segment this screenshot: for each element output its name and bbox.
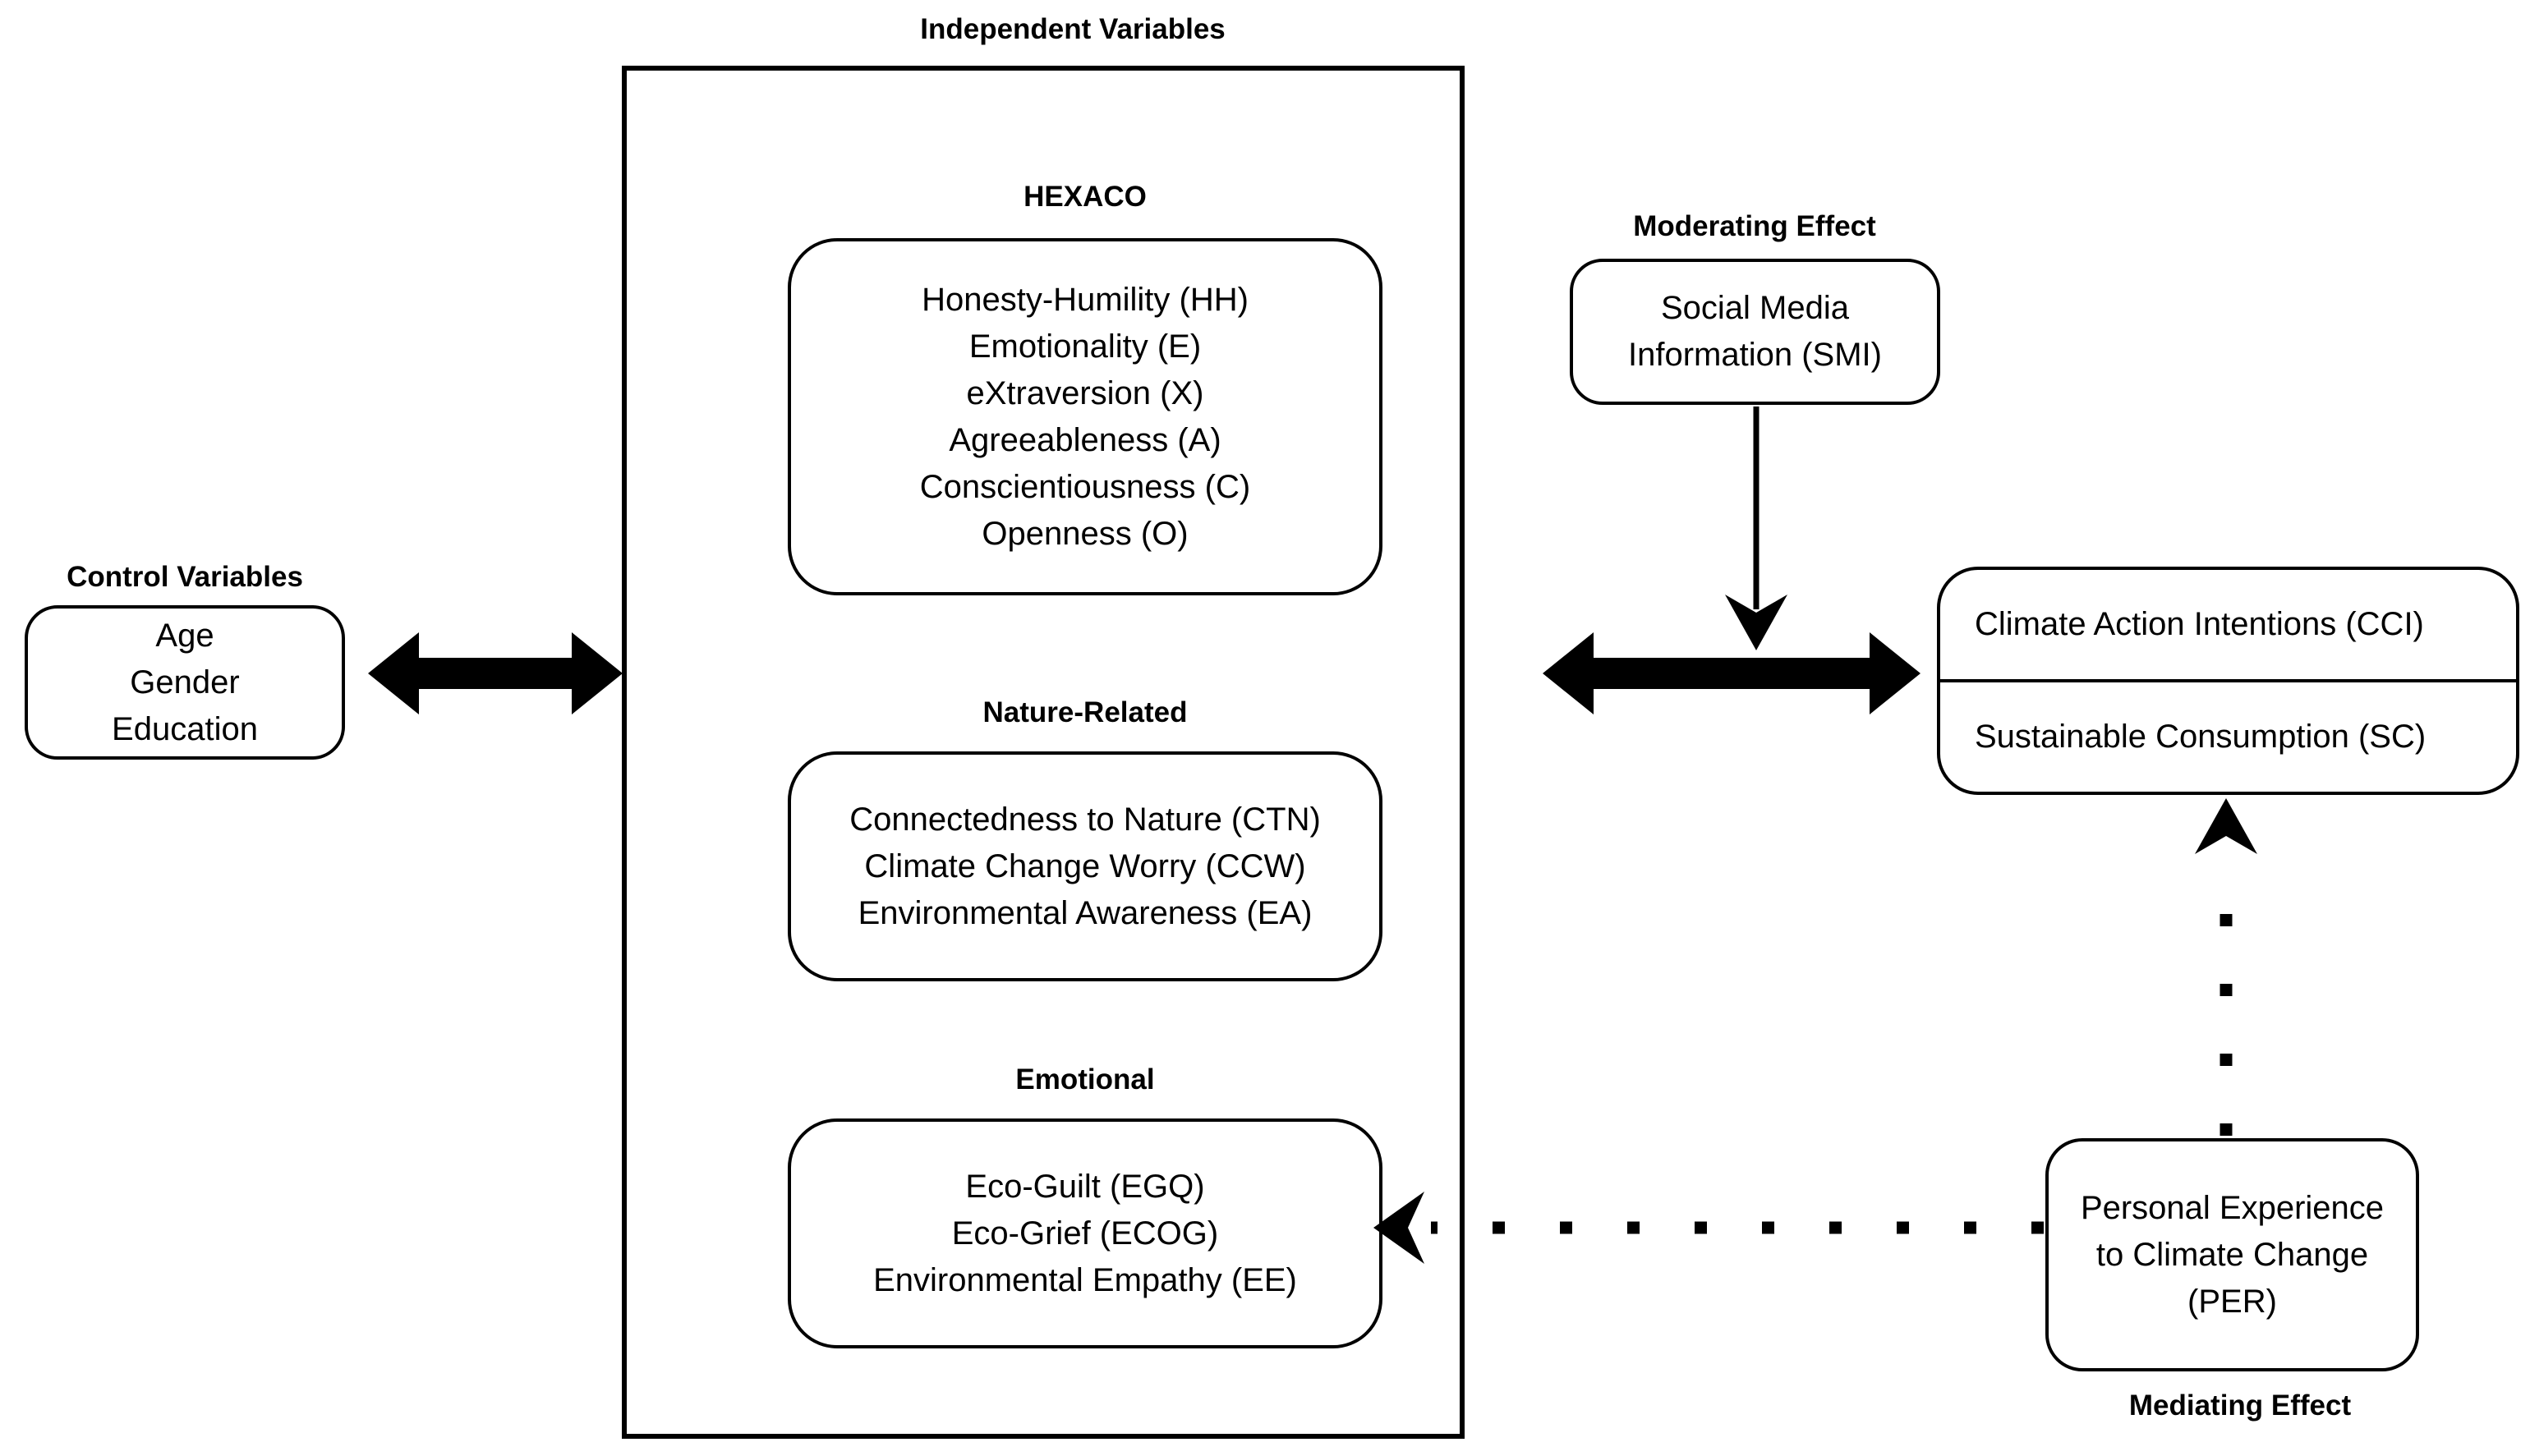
independent-variables-title: Independent Variables: [920, 13, 1226, 45]
sustainable-consumption-cell: Sustainable Consumption (SC): [1975, 719, 2426, 755]
nature-item: Climate Change Worry (CCW): [864, 847, 1306, 884]
nature-item: Environmental Awareness (EA): [858, 894, 1313, 931]
hexaco-item: Conscientiousness (C): [919, 468, 1251, 505]
climate-action-intentions-cell: Climate Action Intentions (CCI): [1940, 570, 2516, 682]
control-item: Gender: [130, 664, 240, 700]
emotional-box: Eco-Guilt (EGQ) Eco-Grief (ECOG) Environ…: [788, 1118, 1382, 1348]
per-line: Personal Experience: [2080, 1189, 2385, 1226]
emotional-label: Emotional: [1015, 1063, 1155, 1095]
control-iv-double-arrow: [368, 632, 623, 714]
moderating-effect-label: Moderating Effect: [1633, 210, 1876, 242]
hexaco-label: HEXACO: [1024, 181, 1147, 213]
nature-related-label: Nature-Related: [982, 696, 1188, 728]
mediating-effect-label: Mediating Effect: [2128, 1389, 2352, 1422]
control-item: Education: [112, 710, 258, 747]
iv-outcome-double-arrow: [1543, 632, 1920, 714]
control-item: Age: [155, 617, 214, 654]
nature-related-box: Connectedness to Nature (CTN) Climate Ch…: [788, 751, 1382, 981]
emotional-item: Eco-Grief (ECOG): [951, 1215, 1219, 1252]
personal-experience-box: Personal Experience to Climate Change (P…: [2045, 1138, 2419, 1371]
hexaco-item: Honesty-Humility (HH): [922, 281, 1249, 318]
independent-variables-container: [622, 66, 1465, 1439]
hexaco-box: Honesty-Humility (HH) Emotionality (E) e…: [788, 238, 1382, 595]
nature-item: Connectedness to Nature (CTN): [849, 801, 1321, 838]
hexaco-item: Emotionality (E): [968, 328, 1202, 365]
hexaco-item: Agreeableness (A): [949, 421, 1221, 458]
hexaco-item: eXtraversion (X): [966, 374, 1204, 411]
social-media-information-box: Social Media Information (SMI): [1570, 259, 1940, 405]
control-variables-box: Age Gender Education: [25, 605, 345, 760]
emotional-item: Environmental Empathy (EE): [873, 1261, 1297, 1298]
hexaco-item: Openness (O): [982, 515, 1189, 552]
emotional-item: Eco-Guilt (EGQ): [965, 1168, 1205, 1205]
smi-moderation-arrow-head: [1725, 595, 1787, 650]
control-variables-label: Control Variables: [67, 561, 303, 593]
per-line: (PER): [2187, 1283, 2277, 1320]
smi-line: Information (SMI): [1628, 337, 1882, 373]
outcomes-box: Climate Action Intentions (CCI) Sustaina…: [1937, 567, 2519, 795]
per-line: to Climate Change: [2095, 1236, 2369, 1273]
per-outcome-arrow-head: [2195, 798, 2257, 854]
smi-line: Social Media: [1660, 290, 1849, 326]
